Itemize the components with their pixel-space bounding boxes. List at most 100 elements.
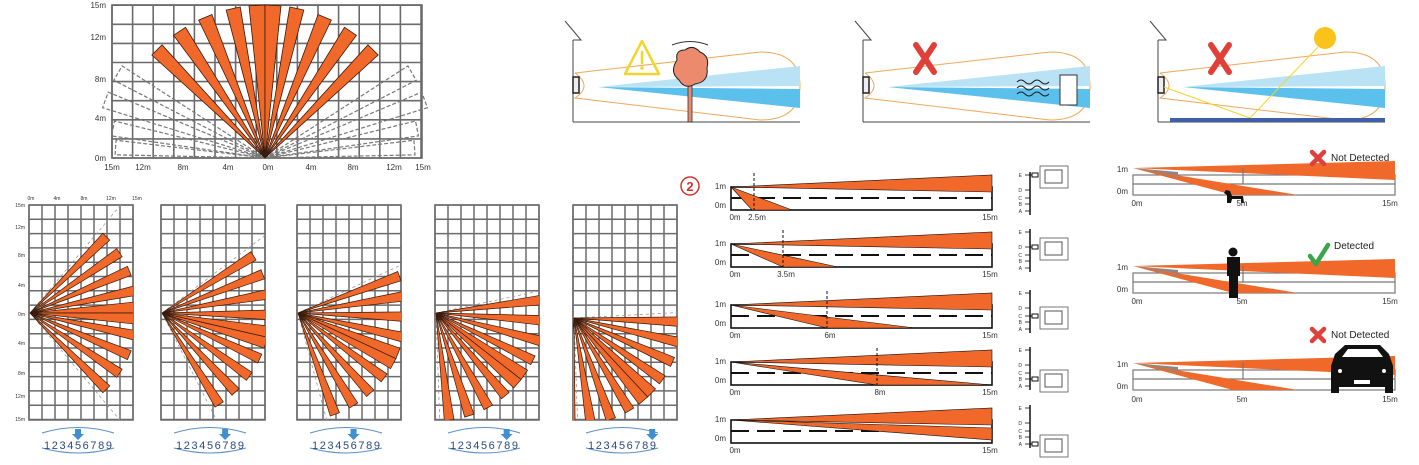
sensor-window (1044, 310, 1063, 325)
level-label: A (1019, 442, 1023, 448)
detection-beam (297, 311, 401, 322)
dial-digits: 123456789 (312, 440, 380, 452)
lower-beam-gray (1133, 363, 1183, 373)
x-axis-label: 12m (106, 196, 116, 202)
detection-beam (151, 44, 266, 159)
x-axis-label: 8m (177, 163, 188, 172)
y-axis-label: 15m (15, 203, 25, 209)
detection-beam (29, 312, 123, 378)
grid-border (434, 204, 540, 421)
detection-beam (161, 289, 265, 314)
dial-arc (173, 427, 247, 434)
heat-wave-icon (1016, 91, 1050, 97)
distance-label: 5m (1236, 199, 1247, 208)
lower-beam (730, 243, 839, 268)
upper-beam (1133, 356, 1395, 375)
detection-beam (573, 317, 649, 405)
not-detected-x-icon (1309, 149, 1327, 167)
range-guide-line (297, 312, 328, 420)
level-label: D (1018, 306, 1022, 312)
range-guide-line (29, 312, 121, 420)
level-label: D (1018, 363, 1022, 369)
height-label: 1m (1117, 360, 1128, 369)
level-label: E (1019, 291, 1023, 297)
installation-scenes (564, 20, 1386, 123)
x-axis-label: 4m (222, 163, 233, 172)
height-label: 0m (715, 376, 726, 385)
status-label: Not Detected (1331, 330, 1389, 341)
height-label: 0m (715, 319, 726, 328)
y-axis-label: 12m (90, 33, 106, 42)
y-axis-label: 15m (90, 1, 106, 10)
distance-label: 15m (1382, 297, 1398, 306)
dial-digits: 123456789 (588, 440, 656, 452)
x-axis-label: 4m (54, 196, 61, 202)
y-axis-label: 12m (15, 225, 25, 231)
detection-beam (297, 291, 401, 314)
height-label: 1m (1117, 165, 1128, 174)
upper-detection-beam (888, 66, 1090, 87)
detection-beam (172, 26, 266, 159)
detection-beam (573, 316, 677, 327)
x-axis-label: 12m (135, 163, 151, 172)
x-axis-label: 15m (132, 196, 142, 202)
start-distance-label: 0m (729, 388, 740, 397)
y-axis-label: 8m (95, 75, 106, 84)
level-label: C (1018, 429, 1022, 435)
dashed-beam (264, 65, 418, 159)
detection-beam (573, 317, 616, 420)
lower-beam (1133, 266, 1298, 293)
detection-beam (435, 312, 536, 366)
warning-icon-dot (640, 66, 644, 70)
detection-beam (435, 312, 510, 400)
sensor-icon (862, 76, 870, 94)
detection-beam (435, 312, 539, 347)
lower-beam-gray (1133, 266, 1183, 276)
car-license-plate (1354, 380, 1370, 384)
y-axis-label: 8m (18, 371, 25, 377)
dashed-beam (110, 120, 266, 159)
heat-wave-icon (1016, 79, 1050, 85)
motion-arc (671, 41, 709, 46)
x-axis-label: 15m (415, 163, 431, 172)
dial-arc (41, 447, 115, 454)
x-axis-label: 8m (81, 196, 88, 202)
level-label: D (1018, 245, 1022, 251)
detection-beam (29, 232, 111, 314)
level-label: B (1019, 202, 1023, 208)
detection-beam (161, 312, 224, 408)
detection-beam (29, 285, 133, 314)
roof-line (1149, 20, 1168, 41)
height-label: 0m (1117, 382, 1128, 391)
detection-beam (573, 317, 676, 367)
start-distance-label: 0m (729, 270, 740, 279)
detection-beam (198, 13, 266, 159)
dashed-beam (112, 65, 266, 159)
detection-beam (435, 312, 522, 389)
height-label: 1m (715, 357, 726, 366)
lower-beam (730, 304, 916, 329)
distance-label: 15m (1382, 395, 1398, 404)
sensor-icon (1031, 441, 1039, 447)
roof-line (564, 20, 583, 41)
detection-beam (264, 6, 305, 159)
detection-beam (435, 312, 475, 418)
sensor-window (1044, 169, 1063, 184)
dial-arc (447, 447, 521, 454)
dial-arc (309, 447, 383, 454)
detection-zone-outline (863, 51, 1091, 121)
detection-beam (297, 312, 340, 417)
detection-beam (29, 312, 133, 341)
dashed-beam (264, 91, 429, 159)
level-label: B (1019, 320, 1023, 326)
detection-beam (29, 312, 133, 325)
detection-beam (573, 317, 666, 385)
detection-beam (435, 312, 455, 420)
detection-beam (297, 312, 388, 383)
sensor-icon (1157, 76, 1165, 94)
dashed-beam (264, 120, 420, 159)
car-headlight (1382, 369, 1386, 373)
